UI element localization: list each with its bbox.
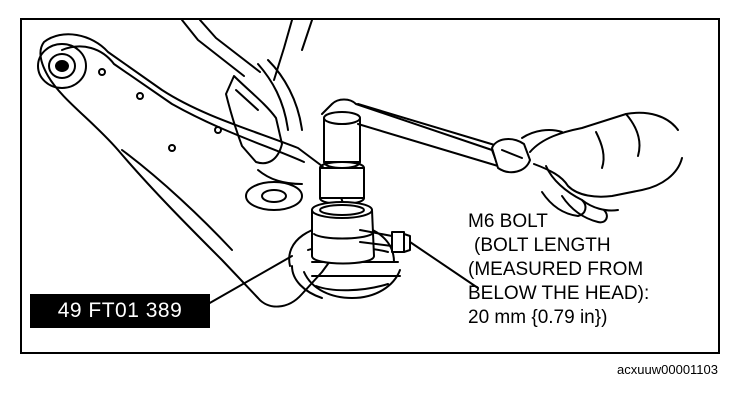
bolt-callout-leader <box>409 241 479 289</box>
subframe <box>181 20 313 131</box>
lower-arm-bushing-removal-illustration <box>37 20 683 308</box>
callout-line-3: (MEASURED FROM <box>468 259 644 280</box>
technician-hand <box>521 111 683 224</box>
figure-code: acxuuw00001103 <box>617 362 718 377</box>
bracket <box>225 75 303 211</box>
callout-line-4: BELOW THE HEAD): <box>468 283 650 304</box>
wrench <box>321 98 531 174</box>
part-number-label: 49 FT01 389 <box>30 294 210 328</box>
callout-line-2: (BOLT LENGTH <box>474 235 611 256</box>
bolt-callout: M6 BOLT (BOLT LENGTH (MEASURED FROM BELO… <box>468 210 708 330</box>
callout-line-5: 20 mm {0.79 in}) <box>468 307 608 328</box>
front-bushing <box>37 43 87 89</box>
part-label-leader <box>207 255 293 305</box>
remover-tool <box>311 111 375 265</box>
lower-control-arm <box>39 33 348 308</box>
figure-frame: 49 FT01 389 M6 BOLT (BOLT LENGTH (MEASUR… <box>20 18 720 354</box>
callout-line-1: M6 BOLT <box>468 211 548 232</box>
